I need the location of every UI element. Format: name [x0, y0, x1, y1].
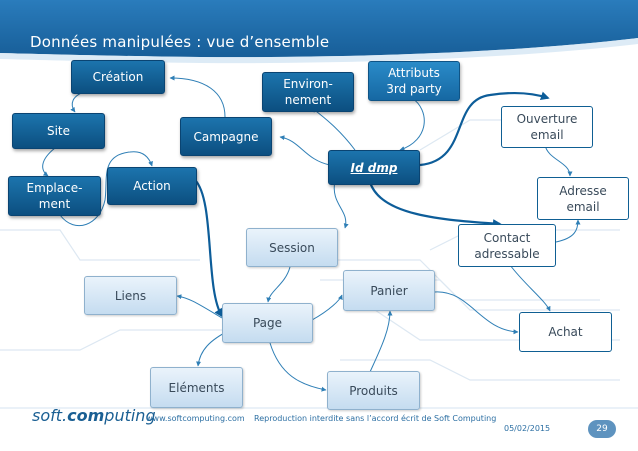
node-label: Eléments — [168, 380, 225, 395]
node-creation: Création — [71, 60, 165, 94]
node-label: Id dmp — [350, 160, 398, 175]
diagram-connectors — [42, 75, 581, 392]
page-number: 29 — [596, 424, 608, 434]
node-contact-adressable: Contact adressable — [458, 224, 556, 267]
node-label: Page — [252, 316, 283, 330]
page-number-badge: 29 — [588, 420, 616, 438]
slide-title: Données manipulées : vue d’ensemble — [30, 33, 330, 51]
node-panier: Panier — [343, 270, 435, 311]
footer-notice: Reproduction interdite sans l’accord écr… — [254, 414, 497, 423]
node-ouverture-email: Ouverture email — [501, 106, 593, 148]
node-label: Liens — [114, 288, 147, 303]
node-label: Adresse email — [559, 183, 607, 214]
node-emplacement: Emplace- ment — [8, 176, 101, 216]
node-label: Environ- nement — [283, 77, 333, 107]
node-adresse-email: Adresse email — [537, 177, 629, 220]
node-environnement: Environ- nement — [262, 72, 354, 112]
node-attributs-3rd-party: Attributs 3rd party — [368, 61, 460, 101]
node-label: Action — [133, 179, 171, 193]
node-elements: Eléments — [150, 367, 243, 408]
node-label: Site — [46, 124, 71, 138]
node-achat: Achat — [519, 312, 612, 352]
softcomputing-logo: soft.computing — [32, 406, 156, 425]
node-label: Achat — [548, 325, 583, 339]
node-label: Session — [269, 240, 315, 255]
node-session: Session — [246, 228, 338, 267]
node-label: Contact adressable — [474, 230, 540, 261]
logo-bold: com — [67, 406, 105, 425]
node-site: Site — [12, 113, 105, 149]
node-label: Ouverture email — [516, 112, 578, 142]
node-produits: Produits — [327, 371, 420, 410]
footer-date: 05/02/2015 — [504, 424, 551, 433]
node-id-dmp: Id dmp — [328, 150, 420, 185]
node-liens: Liens — [84, 276, 177, 315]
node-action: Action — [107, 167, 197, 205]
footer-website[interactable]: www.softcomputing.com — [146, 414, 245, 423]
node-page: Page — [222, 303, 313, 343]
node-label: Campagne — [193, 129, 259, 144]
logo-prefix: soft. — [32, 406, 68, 425]
node-campagne: Campagne — [180, 117, 272, 156]
node-label: Attributs 3rd party — [386, 66, 442, 96]
node-label: Produits — [349, 383, 398, 398]
node-label: Création — [92, 70, 144, 84]
node-label: Emplace- ment — [26, 181, 83, 211]
logo-suffix: puting — [104, 406, 156, 425]
node-label: Panier — [370, 283, 408, 298]
